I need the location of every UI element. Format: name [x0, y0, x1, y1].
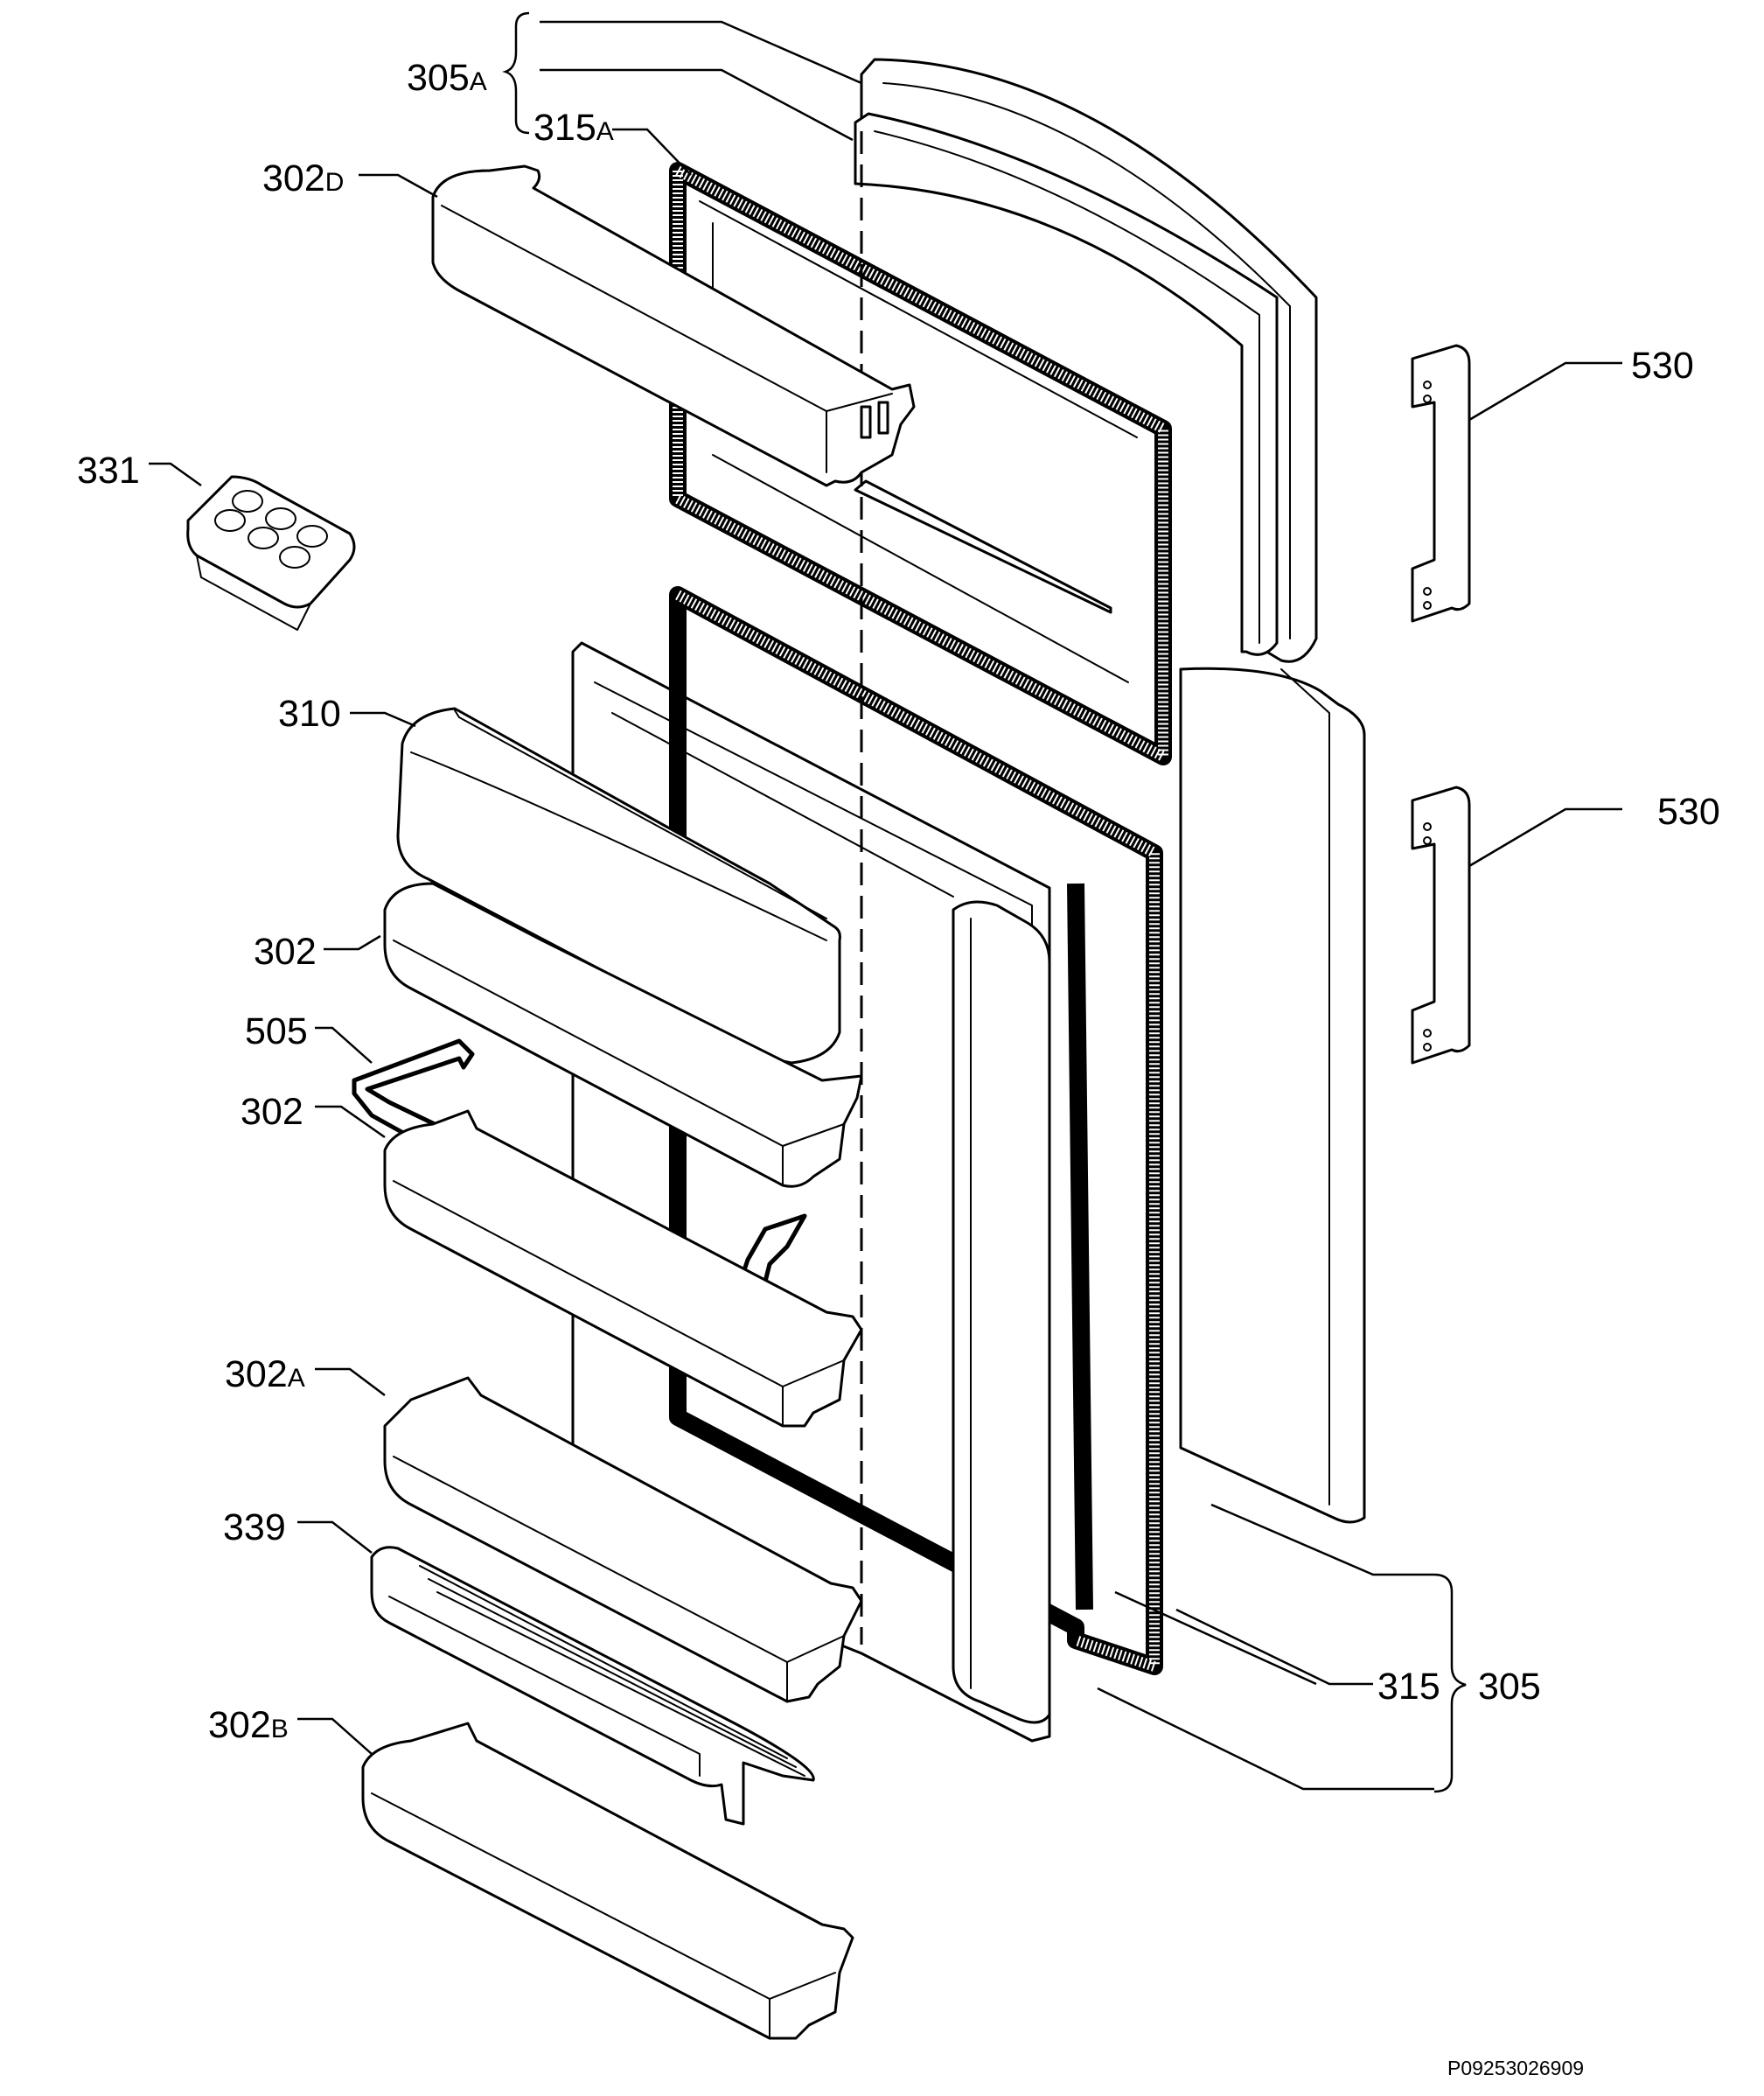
door-shelf-302d	[431, 164, 916, 487]
freezer-door-inner-liner	[854, 112, 1279, 656]
label-302-mid: 302	[241, 1091, 303, 1133]
hinge-530-top	[1411, 344, 1471, 623]
brace-305a	[502, 11, 530, 135]
hinge-530-bottom	[1411, 786, 1471, 1065]
dairy-compartment-310	[396, 707, 841, 1065]
egg-tray-331	[186, 475, 356, 631]
fridge-door-gasket	[669, 586, 1163, 1675]
label-505: 505	[245, 1010, 308, 1052]
fridge-door-outer-panel	[1179, 667, 1366, 1524]
door-shelf-302b	[361, 1722, 854, 2040]
label-302-top: 302	[254, 931, 317, 973]
drawing-code: P09253026909	[1447, 2057, 1584, 2079]
label-302b: 302B	[208, 1704, 289, 1746]
fridge-door-side-bar	[952, 900, 1051, 1724]
cover-339	[370, 1546, 815, 1826]
label-315a: 315A	[533, 107, 614, 149]
brace-305	[1433, 1573, 1467, 1793]
door-shelf-302-middle	[383, 1109, 863, 1428]
leader-lines	[149, 20, 1622, 1791]
label-305a: 305A	[407, 57, 487, 99]
label-302a: 302A	[225, 1353, 305, 1395]
label-305: 305	[1478, 1666, 1541, 1708]
label-302d: 302D	[262, 157, 344, 199]
door-shelf-302a	[383, 1376, 863, 1703]
label-331: 331	[77, 450, 140, 492]
label-310: 310	[278, 693, 341, 735]
label-315: 315	[1377, 1666, 1440, 1708]
label-339: 339	[223, 1506, 286, 1548]
label-530-top: 530	[1631, 345, 1694, 387]
door-shelf-302-upper	[383, 882, 863, 1188]
label-530-bottom: 530	[1657, 791, 1720, 833]
freezer-door-gasket	[669, 162, 1172, 765]
